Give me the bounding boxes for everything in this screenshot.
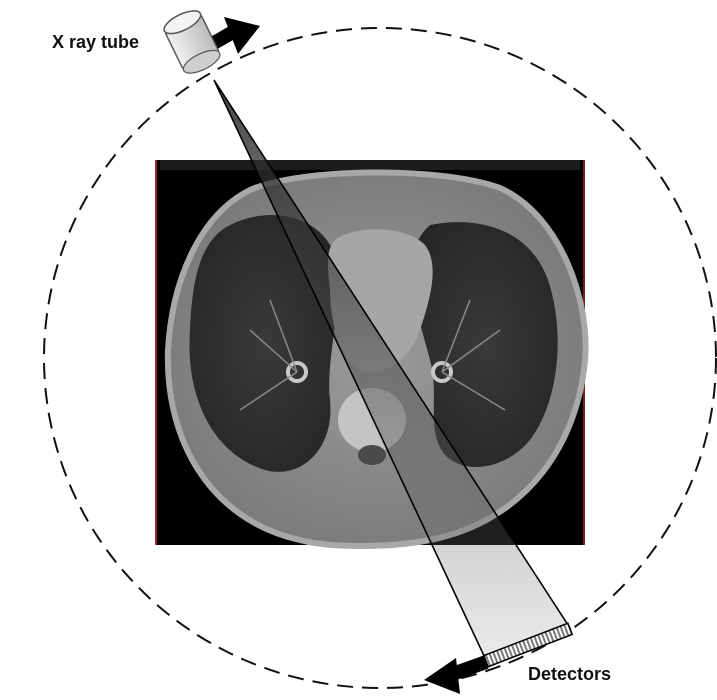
rotation-arrow-bottom [424,658,486,694]
detectors-label: Detectors [528,664,611,684]
ct-spinal-canal [358,445,386,465]
ct-header-strip [160,160,580,170]
x-ray-tube-label: X ray tube [52,32,139,52]
x-ray-tube-icon [161,6,223,77]
